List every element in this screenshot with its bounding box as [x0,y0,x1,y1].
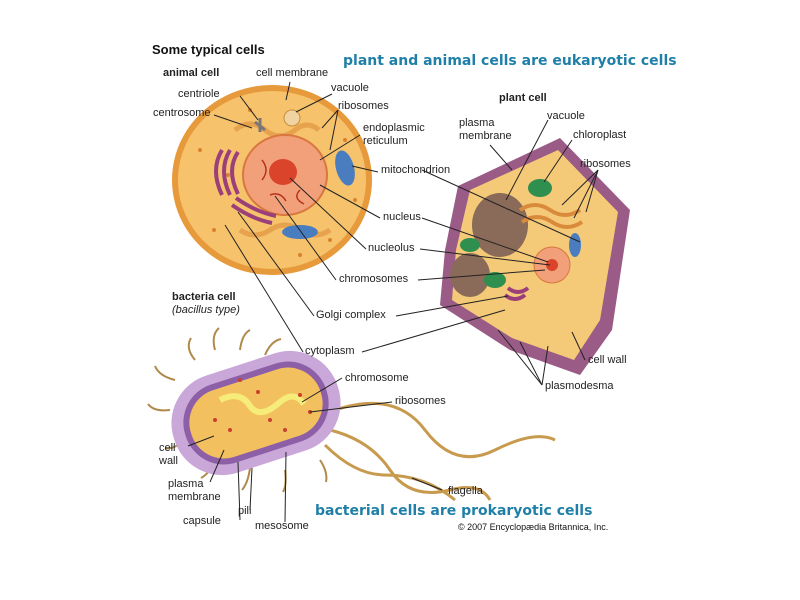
label-centriole: centriole [178,88,220,100]
plant-mitochondrion [569,233,581,257]
banner-eukaryotic: plant and animal cells are eukaryotic ce… [343,53,677,69]
leader-lines [187,81,599,523]
label-cell-membrane: cell membrane [256,67,329,79]
animal-cell-heading: animal cell [163,67,220,79]
bacteria-flagella [323,401,556,502]
bacteria-cell-subheading: (bacillus type) [172,304,240,316]
label-endoplasmic-reticulum: endoplasmic reticulum [363,122,425,147]
animal-centriole [254,118,266,132]
label-plant-ribosomes: ribosomes [580,158,631,170]
animal-golgi [214,148,277,225]
plant-chloroplast [528,179,552,197]
plant-cell-drawing [440,138,630,375]
label-capsule: capsule [183,515,221,527]
label-golgi-complex: Golgi complex [316,309,386,321]
label-flagella: flagella [448,485,483,497]
copyright-notice: © 2007 Encyclopædia Britannica, Inc. [458,522,609,532]
bacteria-cell-heading: bacteria cell [172,291,236,303]
plant-cell-heading: plant cell [499,92,547,104]
label-plasma-membrane-bacteria: plasma membrane [168,478,221,503]
label-cytoplasm: cytoplasm [305,345,355,357]
label-plasma-membrane-plant: plasma membrane [459,117,512,142]
plant-vacuole [472,193,528,257]
label-chromosomes: chromosomes [339,273,409,285]
label-mesosome: mesosome [255,520,309,532]
animal-chromosomes [261,159,305,205]
plant-er [518,203,584,229]
animal-cell-drawing [172,85,372,275]
label-chromosome-bacteria: chromosome [345,372,409,384]
label-chloroplast: chloroplast [573,129,627,141]
diagram-title: Some typical cells [152,42,265,57]
label-animal-vacuole: vacuole [331,82,369,94]
label-plasmodesma: plasmodesma [545,380,614,392]
label-plant-vacuole: vacuole [547,110,585,122]
label-cell-wall-plant: cell wall [588,354,627,366]
label-nucleus: nucleus [383,211,421,223]
banner-prokaryotic: bacterial cells are prokaryotic cells [315,503,593,519]
label-ribosomes-bacteria: ribosomes [395,395,446,407]
label-cell-wall-bacteria: cell wall [159,442,178,467]
label-nucleolus: nucleolus [368,242,415,254]
animal-vacuole [283,109,301,127]
label-pili: pili [238,505,252,517]
bacteria-chromosome [218,393,307,415]
label-centrosome: centrosome [153,107,211,119]
label-mitochondrion: mitochondrion [381,164,451,176]
animal-mitochondrion [335,150,355,186]
label-animal-ribosomes: ribosomes [338,100,389,112]
